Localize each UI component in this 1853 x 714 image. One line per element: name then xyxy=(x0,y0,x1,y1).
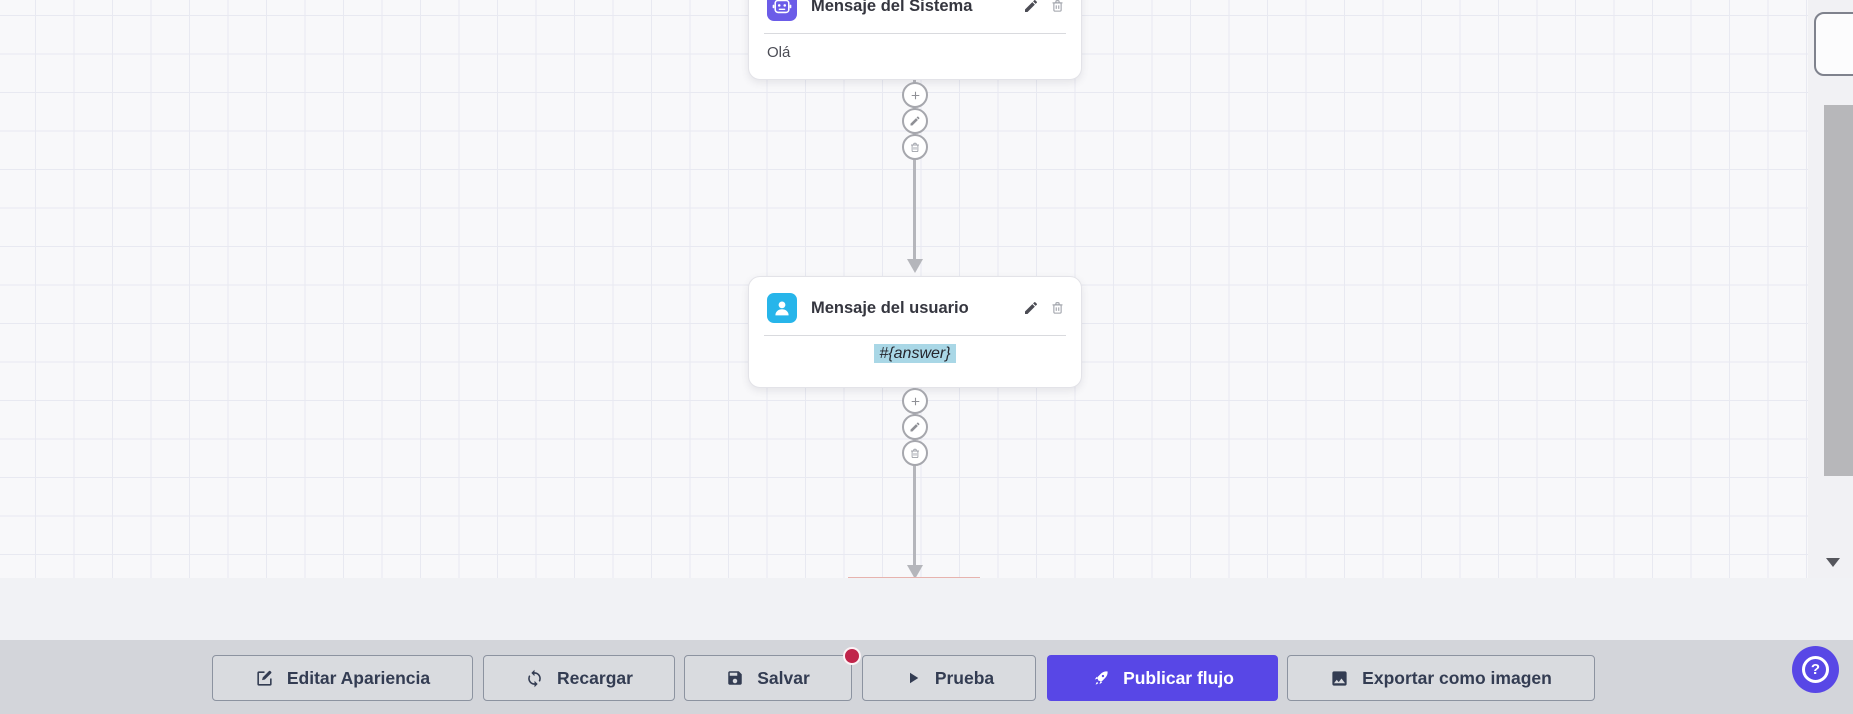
node-system-message[interactable]: Mensaje del Sistema Olá xyxy=(748,0,1082,80)
edit-node-button[interactable] xyxy=(1023,0,1039,14)
export-image-button[interactable]: Exportar como imagen xyxy=(1287,655,1595,701)
publish-flow-button[interactable]: Publicar flujo xyxy=(1047,655,1278,701)
connector-line xyxy=(913,80,916,259)
edit-appearance-button[interactable]: Editar Apariencia xyxy=(212,655,473,701)
unsaved-changes-badge xyxy=(843,647,861,665)
button-label: Prueba xyxy=(934,667,995,688)
bottom-spacer xyxy=(0,578,1853,640)
delete-step-button[interactable] xyxy=(902,440,928,466)
node-header: Mensaje del usuario xyxy=(767,293,1065,323)
edit-square-icon xyxy=(257,670,272,686)
node-divider xyxy=(764,33,1066,34)
connector-arrow-icon xyxy=(906,259,923,273)
node-content: Olá xyxy=(767,44,791,61)
node-header: Mensaje del Sistema xyxy=(767,0,1065,21)
button-label: Recargar xyxy=(557,667,633,688)
save-button[interactable]: Salvar xyxy=(684,655,852,701)
delete-step-button[interactable] xyxy=(902,134,928,160)
robot-icon xyxy=(767,0,797,21)
help-button[interactable]: ? xyxy=(1792,646,1839,693)
button-label: Editar Apariencia xyxy=(286,667,431,688)
node-title: Mensaje del Sistema xyxy=(811,0,973,15)
refresh-icon xyxy=(528,669,541,687)
vertical-scrollbar-thumb[interactable] xyxy=(1824,105,1853,476)
node-content-variable[interactable]: #{answer} xyxy=(874,344,956,363)
node-title: Mensaje del usuario xyxy=(811,298,969,317)
scroll-down-arrow-icon[interactable] xyxy=(1826,558,1840,567)
play-icon xyxy=(909,672,919,684)
delete-node-button[interactable] xyxy=(1050,0,1065,14)
minimap-viewport[interactable] xyxy=(1814,12,1853,76)
button-label: Exportar como imagen xyxy=(1362,667,1552,688)
edit-step-button[interactable] xyxy=(902,108,928,134)
button-label: Salvar xyxy=(757,667,810,688)
edit-node-button[interactable] xyxy=(1023,300,1039,316)
image-icon xyxy=(1332,670,1347,686)
trash-icon xyxy=(1052,302,1063,314)
add-step-button[interactable] xyxy=(902,388,928,414)
question-icon: ? xyxy=(1802,656,1829,683)
flow-canvas[interactable]: Mensaje del Sistema Olá xyxy=(0,0,1853,579)
user-icon xyxy=(767,293,797,323)
pencil-icon xyxy=(1025,301,1038,314)
save-icon xyxy=(728,671,742,685)
delete-node-button[interactable] xyxy=(1050,300,1065,316)
button-label: Publicar flujo xyxy=(1123,667,1234,688)
pencil-icon xyxy=(1025,0,1038,12)
connector-line xyxy=(913,388,916,565)
connector-arrow-icon xyxy=(906,565,923,579)
node-divider xyxy=(764,335,1066,336)
edit-step-button[interactable] xyxy=(902,414,928,440)
test-button[interactable]: Prueba xyxy=(862,655,1036,701)
bottom-toolbar: Editar Apariencia Recargar Salvar Prueba… xyxy=(0,640,1853,714)
node-user-message[interactable]: Mensaje del usuario #{answer} xyxy=(748,276,1082,388)
rocket-icon xyxy=(1094,670,1108,685)
trash-icon xyxy=(1052,0,1063,12)
add-step-button[interactable] xyxy=(902,82,928,108)
reload-button[interactable]: Recargar xyxy=(483,655,675,701)
